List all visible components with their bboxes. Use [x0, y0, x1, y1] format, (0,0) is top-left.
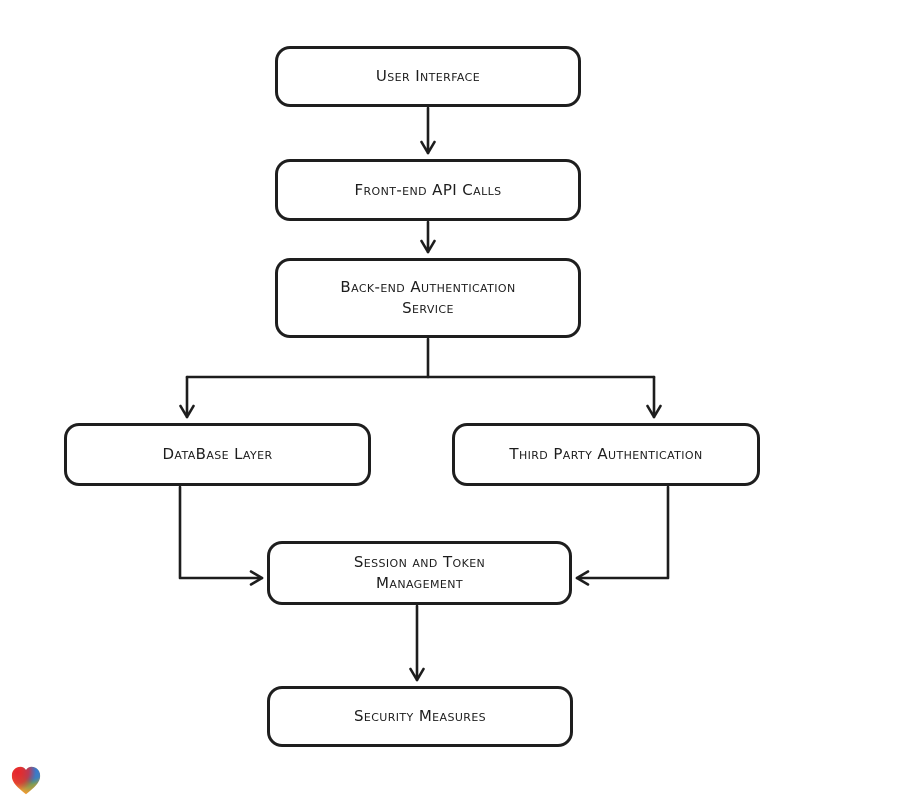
node-third-party-authentication: Third Party Authentication	[452, 423, 760, 486]
edge-database-to-session	[178, 485, 264, 586]
node-database-layer: DataBase Layer	[64, 423, 371, 486]
node-label: Back-end Authentication Service	[340, 278, 516, 317]
node-label: Front-end API Calls	[354, 180, 502, 199]
node-label: Session and Token Management	[353, 553, 486, 592]
heart-logo	[11, 766, 41, 795]
node-session-and-token-management: Session and Token Management	[267, 541, 572, 605]
node-label: User Interface	[375, 67, 481, 85]
node-back-end-authentication-service: Back-end Authentication Service	[275, 258, 581, 338]
node-label: DataBase Layer	[162, 445, 273, 463]
node-user-interface: User Interface	[275, 46, 581, 107]
node-front-end-api-calls: Front-end API Calls	[275, 159, 581, 221]
edge-thirdparty-to-session	[575, 485, 670, 586]
node-security-measures: Security Measures	[267, 686, 573, 747]
node-label: Third Party Authentication	[509, 445, 703, 463]
node-label: Security Measures	[353, 707, 487, 725]
